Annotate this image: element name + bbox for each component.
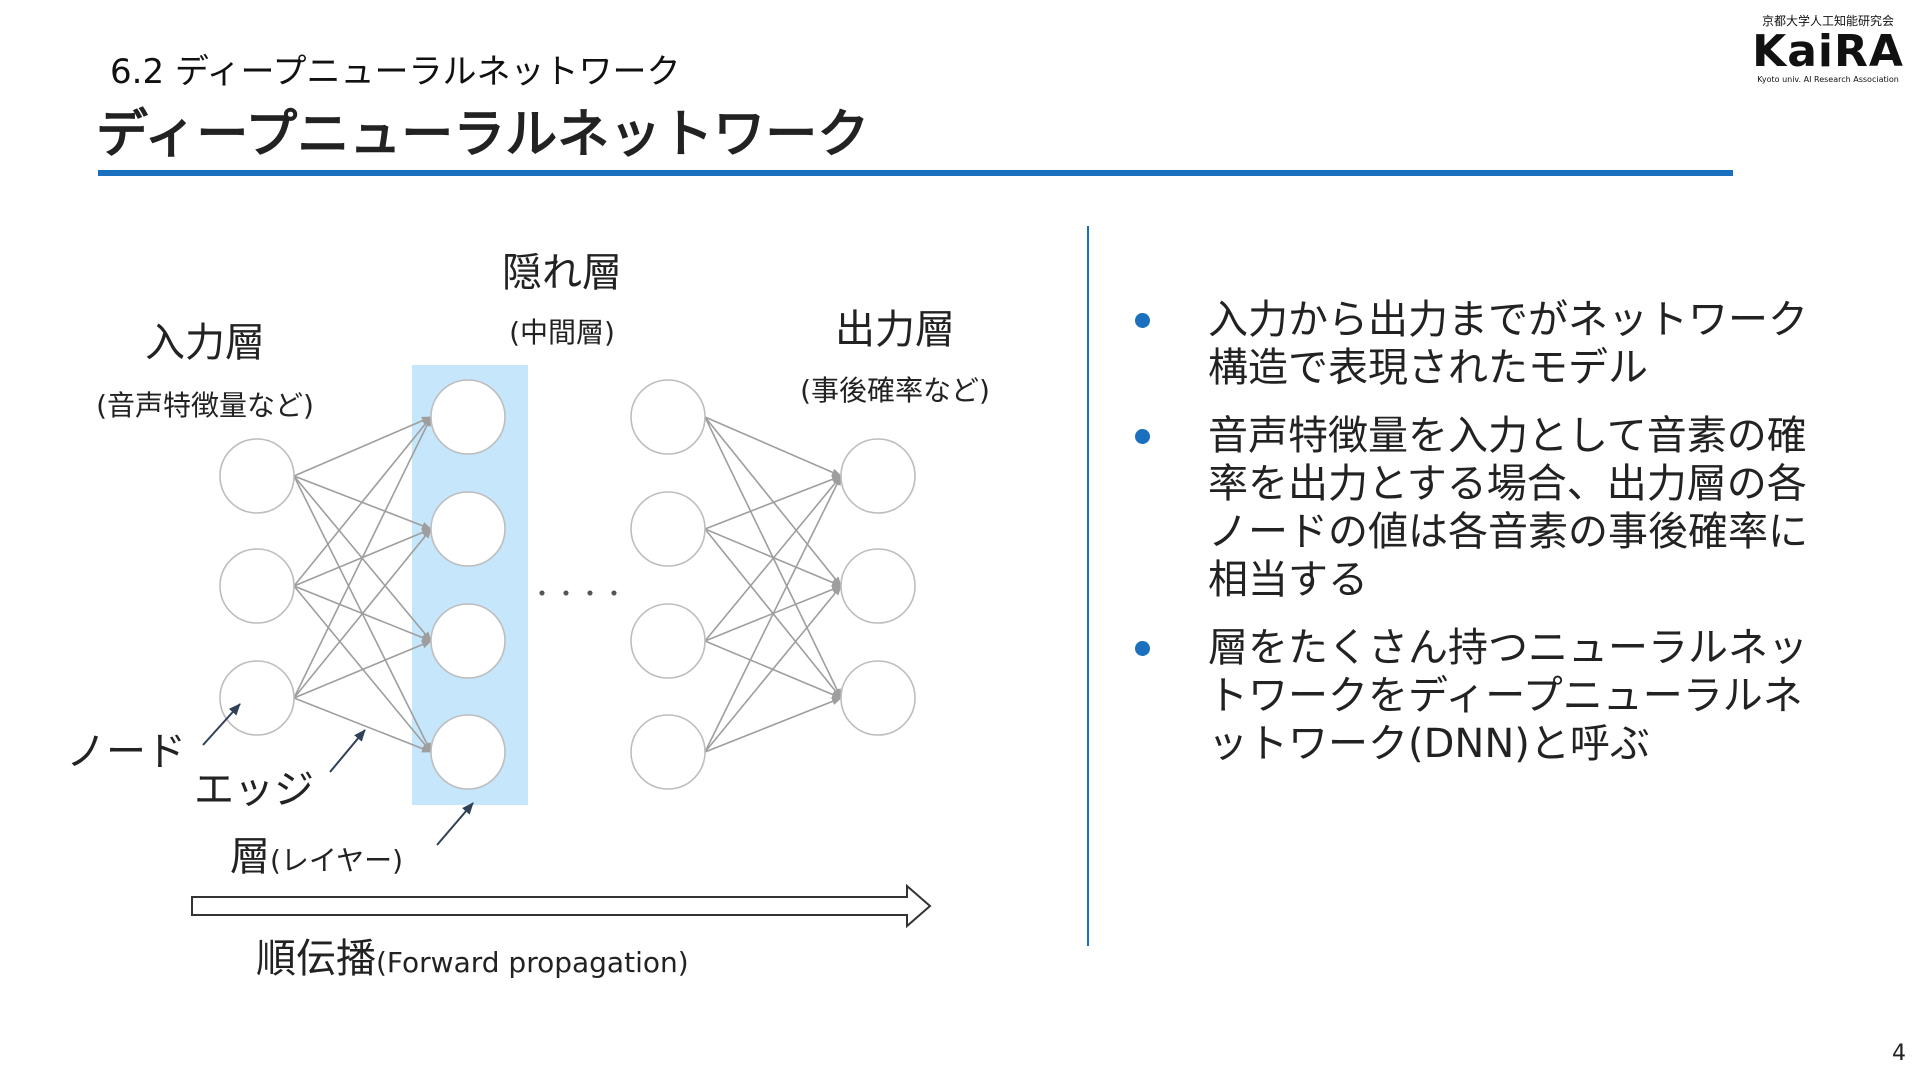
nodes-group bbox=[219, 379, 916, 790]
neural-network-diagram: ・・・・ 入力層 (音声特徴量など) 隠れ層 (中間層) 出力層 (事後確率など… bbox=[66, 250, 990, 982]
hidden-node bbox=[430, 714, 506, 790]
input-node bbox=[219, 660, 295, 736]
output-layer-label: 出力層 bbox=[835, 307, 955, 353]
hidden-output-edge bbox=[704, 416, 842, 477]
ellipsis-text: ・・・・ bbox=[530, 580, 626, 608]
input-hidden-edge bbox=[293, 528, 432, 699]
title-underline bbox=[98, 170, 1733, 176]
hidden-output-edge bbox=[704, 475, 842, 530]
hidden-last-node bbox=[630, 714, 706, 790]
output-node bbox=[840, 548, 916, 624]
bullet-dot-icon bbox=[1135, 429, 1150, 444]
output-node bbox=[840, 660, 916, 736]
output-node bbox=[840, 438, 916, 514]
hidden-output-edge bbox=[704, 475, 842, 753]
hidden-last-node bbox=[630, 491, 706, 567]
logo-bottom-text: Kyoto univ. AI Research Association bbox=[1757, 75, 1899, 84]
bullet-item: 層をたくさん持つニューラルネットワークをディープニューラルネットワーク(DNN)… bbox=[1130, 624, 1830, 768]
input-layer-sublabel: (音声特徴量など) bbox=[96, 389, 314, 422]
layer-callout-arrow bbox=[436, 802, 474, 846]
bullet-text: 入力から出力までがネットワーク構造で表現されたモデル bbox=[1208, 297, 1808, 391]
input-hidden-edge bbox=[293, 416, 432, 477]
hidden-layer-sublabel: (中間層) bbox=[509, 316, 615, 349]
vertical-divider bbox=[1087, 226, 1089, 946]
layer-callout-label: 層(レイヤー) bbox=[230, 834, 403, 880]
bullet-list: 入力から出力までがネットワーク構造で表現されたモデル 音声特徴量を入力として音素… bbox=[1130, 296, 1830, 788]
node-callout-arrow bbox=[202, 703, 241, 746]
hidden-node bbox=[430, 379, 506, 455]
hidden-layer-label: 隠れ層 bbox=[502, 250, 622, 296]
page-title: ディープニューラルネットワーク bbox=[96, 105, 870, 165]
kaira-logo: 京都大学人工知能研究会 KaiRA Kyoto univ. AI Researc… bbox=[1748, 12, 1908, 84]
bullet-text: 音声特徴量を入力として音素の確率を出力とする場合、出力層の各ノードの値は各音素の… bbox=[1208, 413, 1808, 603]
forward-sub-label: (Forward propagation) bbox=[376, 946, 689, 979]
forward-propagation-label: 順伝播(Forward propagation) bbox=[256, 936, 689, 982]
hidden-output-edge bbox=[704, 585, 842, 753]
edge-callout-label: エッジ bbox=[194, 767, 314, 813]
bullet-item: 音声特徴量を入力として音素の確率を出力とする場合、出力層の各ノードの値は各音素の… bbox=[1130, 412, 1830, 604]
bullet-item: 入力から出力までがネットワーク構造で表現されたモデル bbox=[1130, 296, 1830, 392]
input-hidden-edge bbox=[293, 640, 432, 699]
hidden-node bbox=[430, 603, 506, 679]
hidden-last-node bbox=[630, 379, 706, 455]
hidden-node bbox=[430, 491, 506, 567]
forward-main-label: 順伝播 bbox=[256, 936, 376, 982]
bullet-dot-icon bbox=[1135, 313, 1150, 328]
layer-callout-sub: (レイヤー) bbox=[270, 844, 403, 877]
input-node bbox=[219, 548, 295, 624]
hidden-output-edge bbox=[704, 475, 842, 642]
section-subtitle: 6.2 ディープニューラルネットワーク bbox=[110, 52, 681, 92]
hidden-last-node bbox=[630, 603, 706, 679]
input-hidden-edge bbox=[293, 416, 432, 699]
node-callout-label: ノード bbox=[66, 729, 186, 775]
bullet-dot-icon bbox=[1135, 641, 1150, 656]
edges-group bbox=[293, 416, 842, 753]
input-hidden-edge bbox=[293, 697, 432, 753]
hidden-output-edge bbox=[704, 697, 842, 753]
hidden-output-edge bbox=[704, 416, 842, 587]
logo-main-text: KaiRA bbox=[1752, 26, 1904, 77]
logo-top-text: 京都大学人工知能研究会 bbox=[1761, 14, 1894, 28]
input-hidden-edge bbox=[293, 416, 432, 587]
forward-propagation-arrow bbox=[191, 883, 932, 929]
output-layer-sublabel: (事後確率など) bbox=[800, 374, 990, 407]
bullet-text: 層をたくさん持つニューラルネットワークをディープニューラルネットワーク(DNN)… bbox=[1208, 625, 1808, 767]
input-node bbox=[219, 438, 295, 514]
input-layer-label: 入力層 bbox=[145, 320, 265, 366]
edge-callout-arrow bbox=[329, 729, 366, 773]
page-number: 4 bbox=[1892, 1041, 1906, 1066]
layer-callout-main: 層 bbox=[230, 834, 270, 880]
